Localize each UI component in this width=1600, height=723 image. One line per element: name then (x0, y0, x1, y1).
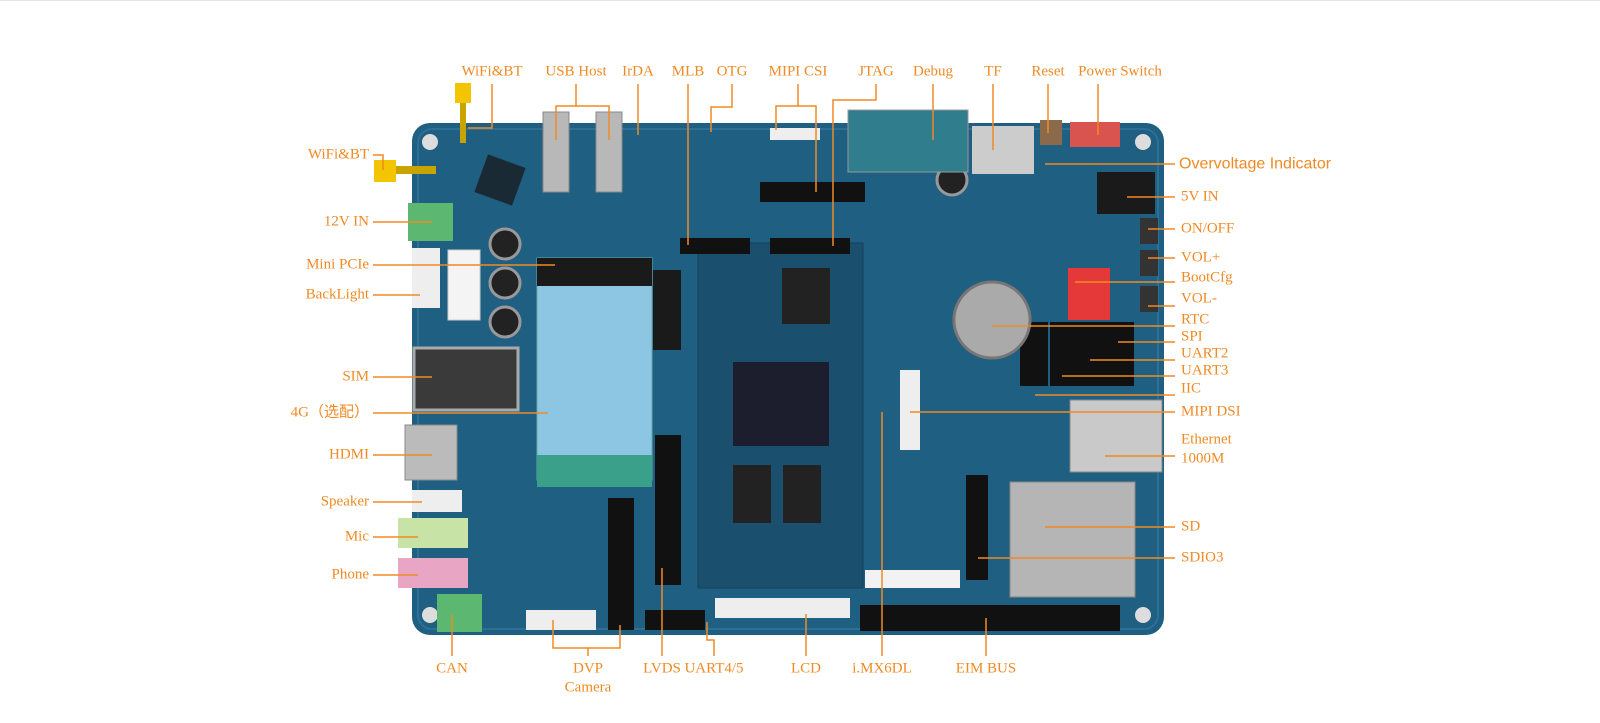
label-camera: Camera (564, 679, 612, 696)
label-speaker: Speaker (320, 493, 369, 510)
jtag-header (770, 238, 850, 254)
mipi-csi-header (760, 182, 865, 202)
mipi-csi-fpc (770, 128, 820, 140)
label-spi: SPI (1181, 328, 1203, 345)
label-sd: SD (1181, 518, 1201, 535)
lcd-fpc (715, 598, 850, 618)
cpu-chip (733, 362, 829, 446)
label-hdmi: HDMI (329, 446, 369, 463)
power-connector (447, 249, 481, 321)
label-sdio3: SDIO3 (1181, 549, 1224, 566)
label-imx6dl: i.MX6DL (852, 660, 912, 677)
sata-connector (653, 270, 681, 350)
label-mipi-dsi: MIPI DSI (1181, 403, 1241, 420)
label-jtag: JTAG (858, 63, 894, 80)
label-power-switch: Power Switch (1078, 63, 1162, 80)
wifi-module (474, 154, 526, 206)
logo-plate (865, 570, 960, 588)
label-lcd: LCD (791, 660, 821, 677)
label-dvp: DVP (572, 660, 604, 677)
label-uart2: UART2 (1181, 345, 1229, 362)
rtc-battery (952, 280, 1032, 360)
dvp-fpc (526, 610, 596, 630)
label-wifi-bt-left: WiFi&BT (307, 146, 369, 163)
uart45-header (645, 610, 705, 630)
hdmi-port (404, 424, 458, 481)
mlb-header (680, 238, 750, 254)
button-vol-plus (1140, 250, 1158, 276)
label-otg: OTG (716, 63, 748, 80)
emmc-chip (782, 268, 830, 324)
label-vol-plus: VOL+ (1181, 249, 1221, 266)
ethernet-port (1069, 399, 1163, 473)
leader-lines (373, 84, 1175, 656)
label-irda: IrDA (622, 63, 654, 80)
top-divider (0, 0, 1600, 1)
label-mipi-csi: MIPI CSI (768, 63, 828, 80)
tf-slot (972, 126, 1034, 174)
label-uart3: UART3 (1181, 362, 1229, 379)
label-can: CAN (436, 660, 468, 677)
boot-dip-switch (1068, 268, 1110, 320)
label-lvds: LVDS (643, 660, 681, 677)
wifi-antenna-top (455, 83, 471, 143)
mipi-dsi-fpc (900, 370, 920, 450)
label-mlb: MLB (671, 63, 705, 80)
mount-hole (422, 607, 438, 623)
button-vol-minus (1140, 286, 1158, 312)
label-debug: Debug (913, 63, 953, 80)
capacitor (488, 266, 522, 300)
label-12v-in: 12V IN (323, 213, 369, 230)
sd-slot (1009, 481, 1136, 598)
can-terminal (437, 594, 482, 632)
label-mic: Mic (344, 528, 369, 545)
label-sim: SIM (342, 368, 369, 385)
mount-hole (422, 134, 438, 150)
label-iic: IIC (1181, 380, 1201, 397)
label-backlight: BackLight (305, 286, 369, 303)
label-ethernet: Ethernet (1181, 431, 1232, 448)
ram-chip (783, 465, 821, 523)
label-on-off: ON/OFF (1181, 220, 1235, 237)
mount-hole (1135, 607, 1151, 623)
ram-chip (733, 465, 771, 523)
reset-button (1040, 120, 1062, 145)
debug-db9 (847, 109, 969, 173)
label-bootcfg: BootCfg (1181, 269, 1233, 286)
dc-jack (1097, 172, 1155, 214)
label-usb-host: USB Host (545, 63, 607, 80)
capacitor (488, 227, 522, 261)
power-switch (1070, 122, 1120, 147)
label-mini-pcie: Mini PCIe (306, 256, 369, 273)
label-ethernet-speed: 1000M (1181, 450, 1225, 467)
backlight-connector (412, 248, 440, 308)
wifi-antenna-left (374, 160, 436, 182)
button-on-off (1140, 218, 1158, 244)
label-overvoltage-indicator: Overvoltage Indicator (1179, 155, 1332, 173)
label-uart45: UART4/5 (684, 660, 744, 677)
capacitor (488, 305, 522, 339)
speaker-connector (412, 490, 462, 512)
label-5v-in: 5V IN (1181, 188, 1219, 205)
dvp-header (608, 498, 634, 630)
sdio3-header (966, 475, 988, 580)
mic-jack (398, 518, 468, 548)
phone-jack (398, 558, 468, 588)
label-tf: TF (984, 63, 1002, 80)
label-reset: Reset (1031, 63, 1065, 80)
label-eim-bus: EIM BUS (955, 660, 1017, 677)
mount-hole (1135, 134, 1151, 150)
label-rtc: RTC (1181, 311, 1210, 328)
label-phone: Phone (331, 566, 370, 583)
label-wifi-bt-top: WiFi&BT (461, 63, 523, 80)
sim-slot (412, 346, 520, 412)
lvds-header (655, 435, 681, 585)
label-4g: 4G（选配） (290, 404, 369, 421)
label-vol-minus: VOL- (1181, 290, 1217, 307)
4g-module (536, 257, 653, 481)
eim-bus-header (860, 605, 1120, 631)
